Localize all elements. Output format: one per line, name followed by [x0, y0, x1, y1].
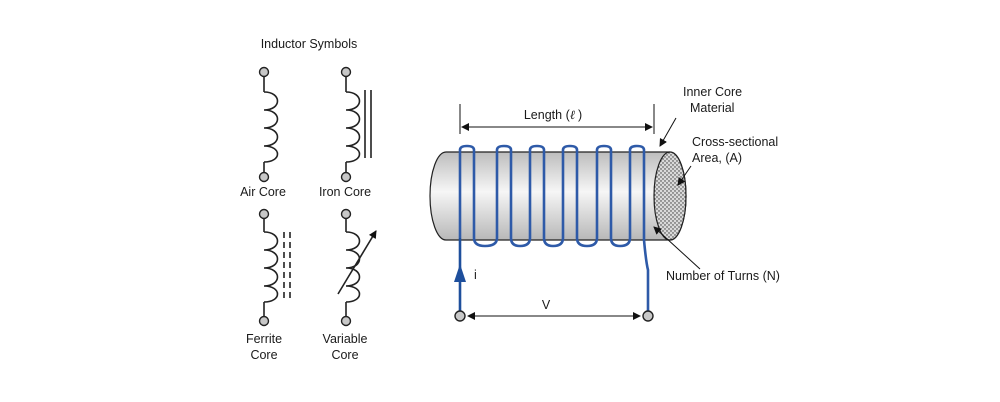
coil-winding — [458, 150, 650, 312]
variable-core-label-line2: Core — [331, 348, 358, 362]
cross-section-face — [653, 151, 687, 241]
ferrite-core-label-line1: Ferrite — [246, 332, 282, 346]
length-label: Length (ℓ) — [524, 107, 582, 122]
inner-core-label-line1: Inner Core — [683, 85, 742, 99]
area-label-line2: Area, (A) — [692, 151, 742, 165]
terminal — [340, 208, 352, 220]
length-dimension — [459, 104, 655, 134]
core-cylinder — [429, 151, 687, 241]
iron-core-label: Iron Core — [319, 185, 371, 199]
iron-core-symbol — [345, 76, 372, 174]
variable-core-label-line1: Variable — [323, 332, 368, 346]
terminal — [258, 171, 270, 183]
terminal-right — [642, 310, 654, 322]
area-leader — [677, 165, 692, 186]
inner-core-label-line2: Material — [690, 101, 734, 115]
ferrite-core-symbol — [263, 218, 291, 316]
terminal-left — [454, 310, 466, 322]
air-core-symbol — [263, 76, 279, 174]
current-label: i — [474, 268, 477, 282]
terminal — [258, 208, 270, 220]
ferrite-core-label-line2: Core — [250, 348, 277, 362]
area-label-line1: Cross-sectional — [692, 135, 778, 149]
symbols-title: Inductor Symbols — [261, 37, 358, 51]
voltage-label: V — [542, 298, 551, 312]
inner-core-leader — [659, 117, 677, 147]
turns-label: Number of Turns (N) — [666, 269, 780, 283]
air-core-label: Air Core — [240, 185, 286, 199]
variable-core-symbol — [337, 218, 377, 316]
terminal — [340, 171, 352, 183]
coil-back-loops — [458, 144, 646, 151]
terminal — [258, 315, 270, 327]
terminal — [340, 315, 352, 327]
turns-leader — [653, 226, 701, 270]
terminal — [340, 66, 352, 78]
terminal — [258, 66, 270, 78]
current-arrow-icon — [454, 264, 466, 282]
